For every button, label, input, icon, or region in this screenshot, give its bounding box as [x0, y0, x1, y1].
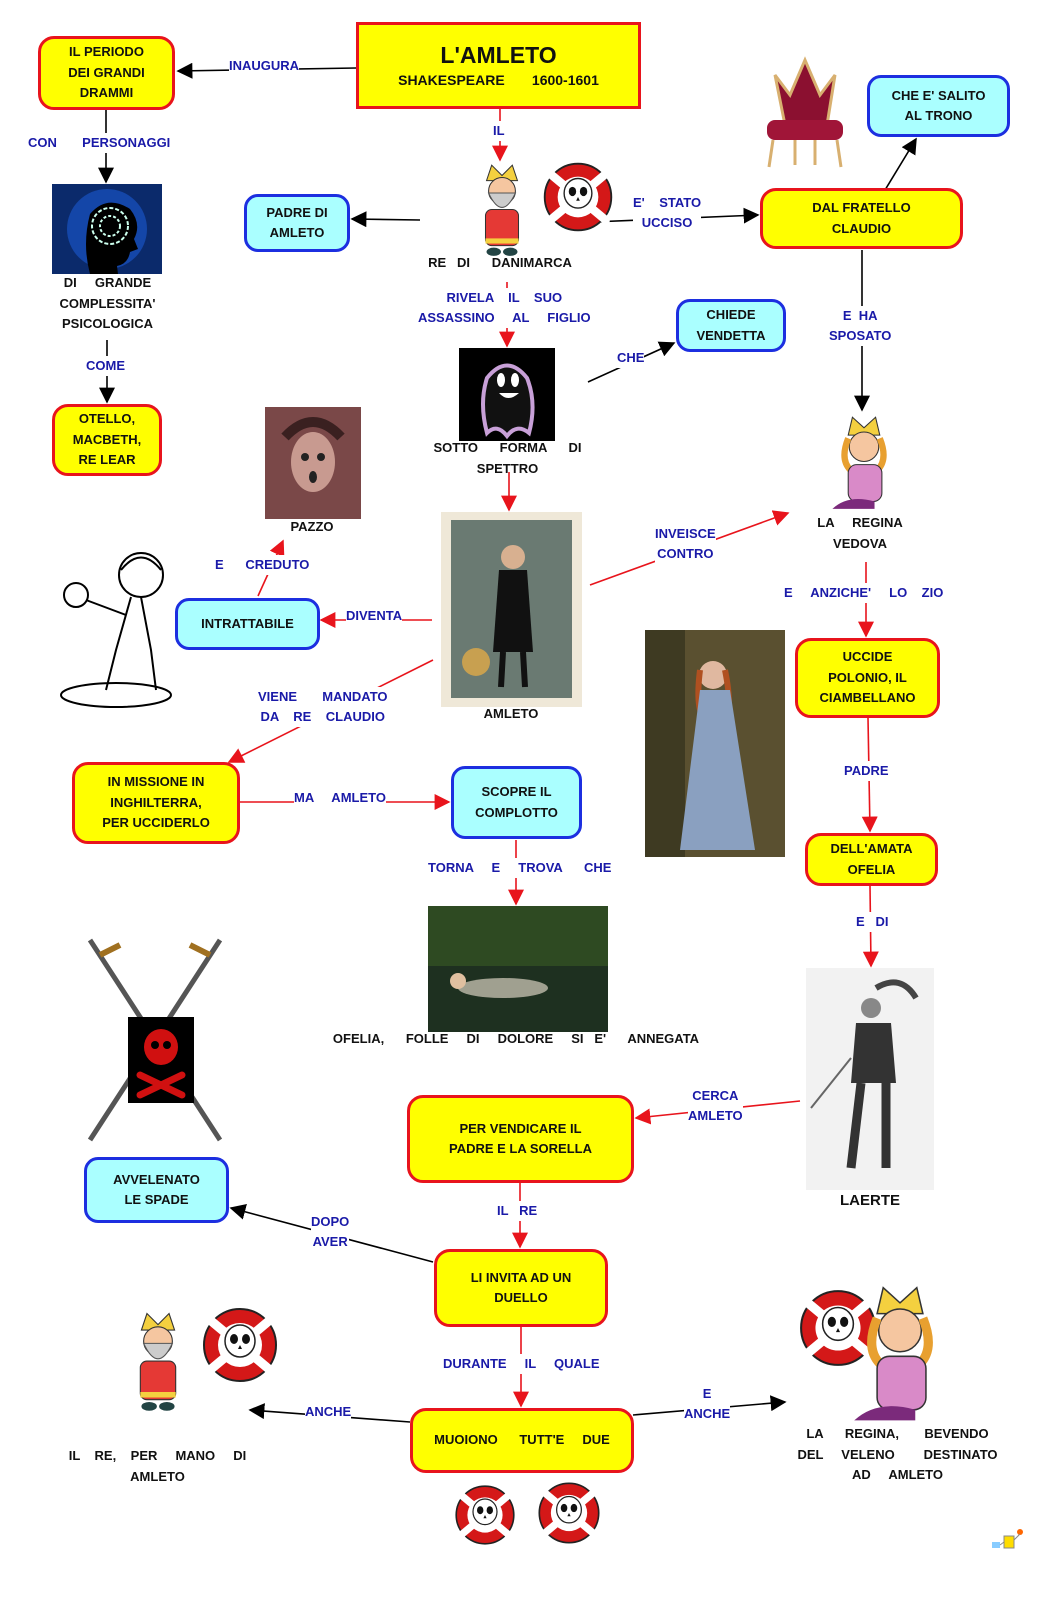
link-e-ha-sposato: E HA SPOSATO [829, 306, 892, 346]
link-torna-trova: TORNA E TROVA CHE [428, 858, 612, 878]
madness-painting-image [265, 407, 361, 519]
link-e-anche: E ANCHE [684, 1384, 731, 1424]
link-rivela-assassino: RIVELA IL SUO ASSASSINO AL FIGLIO [418, 288, 591, 328]
king-image [484, 164, 520, 257]
link-cerca-amleto: CERCA AMLETO [688, 1086, 743, 1126]
text-regina-veleno: LA REGINA, BEVENDO DEL VELENO DESTINATO … [797, 1426, 998, 1482]
link-padre: PADRE [844, 761, 889, 781]
hamlet-painting-image [441, 512, 582, 707]
link-e-di: E DI [856, 912, 889, 932]
link-ma-amleto: MA AMLETO [294, 788, 386, 808]
king-image-bottom [139, 1312, 177, 1412]
node-otello-macbeth-lear[interactable]: OTELLO, MACBETH, RE LEAR [52, 404, 162, 476]
node-uccide-polonio[interactable]: UCCIDE POLONIO, IL CIAMBELLANO [795, 638, 940, 718]
ophelia-drowning-image [428, 906, 608, 1032]
mind-maze-image [52, 184, 162, 274]
text-amleto: AMLETO [483, 706, 539, 721]
link-con-personaggi: CON PERSONAGGI [28, 133, 171, 153]
link-diventa: DIVENTA [346, 606, 403, 626]
node-intrattabile[interactable]: INTRATTABILE [175, 598, 320, 650]
skull-badge-icon [200, 1305, 280, 1385]
queen-image [818, 412, 910, 512]
title-box[interactable]: L'AMLETO SHAKESPEARE 1600-1601 [356, 22, 641, 109]
link-dopo-aver: DOPO AVER [311, 1212, 350, 1252]
link-anche: ANCHE [305, 1402, 352, 1422]
text-ofelia-annegata: OFELIA, FOLLE DI DOLORE SI E' ANNEGATA [332, 1031, 700, 1046]
link-stato-ucciso: E' STATO UCCISO [633, 193, 702, 233]
throne-image [767, 56, 843, 168]
shakespeare-sketch-image [60, 552, 172, 708]
text-re-per-mano-di-amleto: IL RE, PER MANO DI AMLETO [68, 1448, 247, 1484]
text-regina-vedova: LA REGINA VEDOVA [817, 515, 903, 551]
node-periodo-grandi-drammi[interactable]: IL PERIODO DEI GRANDI DRAMMI [38, 36, 175, 110]
text-re-di-danimarca: RE DI DANIMARCA [428, 255, 572, 270]
node-missione-inghilterra[interactable]: IN MISSIONE IN INGHILTERRA, PER UCCIDERL… [72, 762, 240, 844]
link-inveisce-contro: INVEISCE CONTRO [655, 524, 716, 564]
laerte-engraving-image [806, 968, 934, 1190]
crossed-swords-skull-image [87, 938, 223, 1142]
link-inaugura: INAUGURA [229, 56, 300, 76]
link-che: CHE [617, 348, 645, 368]
link-e-creduto: E CREDUTO [215, 555, 310, 575]
ghost-image [459, 348, 555, 441]
skull-badge-icon [452, 1483, 518, 1547]
ophelia-painting-image [645, 630, 785, 857]
link-viene-mandato: VIENE MANDATO DA RE CLAUDIO [258, 687, 388, 727]
node-salito-al-trono[interactable]: CHE E' SALITO AL TRONO [867, 75, 1010, 137]
node-padre-di-amleto[interactable]: PADRE DI AMLETO [244, 194, 350, 252]
cmap-logo-icon [992, 1529, 1023, 1549]
link-anziche-lo-zio: E ANZICHE' LO ZIO [784, 583, 944, 603]
text-laerte: LAERTE [840, 1192, 900, 1209]
skull-badge-icon [535, 1480, 603, 1546]
node-amata-ofelia[interactable]: DELL'AMATA OFELIA [805, 833, 938, 886]
node-per-vendicare[interactable]: PER VENDICARE IL PADRE E LA SORELLA [407, 1095, 634, 1183]
text-pazzo: PAZZO [290, 519, 334, 534]
node-fratello-claudio[interactable]: DAL FRATELLO CLAUDIO [760, 188, 963, 249]
link-il-re: IL RE [497, 1201, 538, 1221]
text-complessita-psicologica: DI GRANDE COMPLESSITA' PSICOLOGICA [59, 275, 156, 331]
node-muoiono-tutte-due[interactable]: MUOIONO TUTT'E DUE [410, 1408, 634, 1473]
node-invita-duello[interactable]: LI INVITA AD UN DUELLO [434, 1249, 608, 1327]
node-chiede-vendetta[interactable]: CHIEDE VENDETTA [676, 299, 786, 352]
node-avvelenato-spade[interactable]: AVVELENATO LE SPADE [84, 1157, 229, 1223]
link-durante-il-quale: DURANTE IL QUALE [443, 1354, 600, 1374]
link-il: IL [493, 121, 505, 141]
skull-badge-icon [540, 160, 616, 234]
queen-image-bottom [835, 1280, 965, 1425]
page-title: L'AMLETO [440, 42, 557, 69]
page-subtitle: SHAKESPEARE 1600-1601 [398, 72, 599, 89]
text-sotto-forma-spettro: SOTTO FORMA DI SPETTRO [433, 440, 582, 476]
link-come: COME [86, 356, 125, 376]
node-scopre-complotto[interactable]: SCOPRE IL COMPLOTTO [451, 766, 582, 839]
